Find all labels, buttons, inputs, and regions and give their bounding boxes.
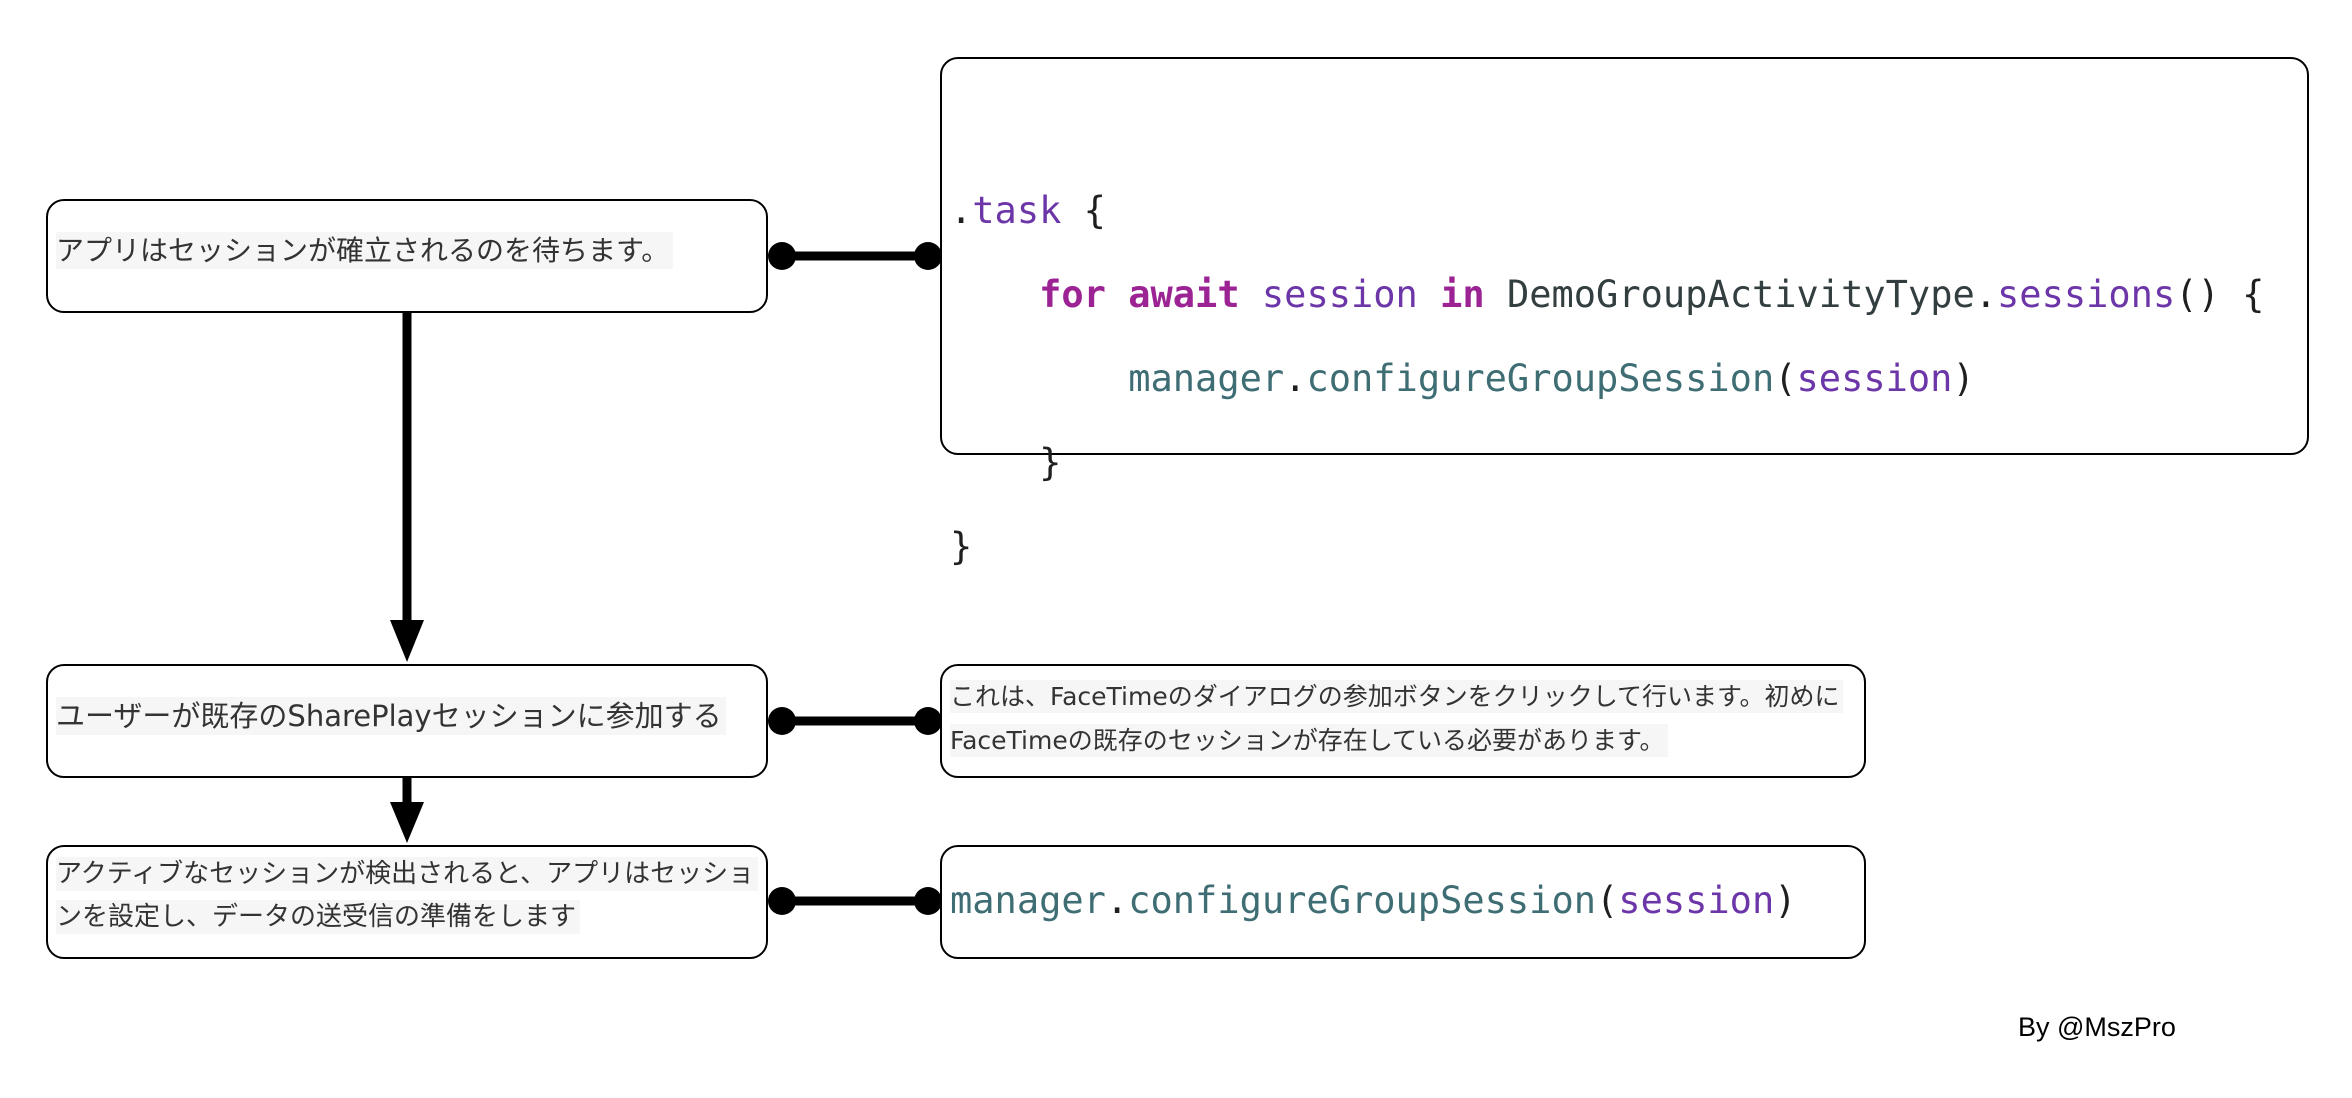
connector-step2-note-dot-right: [914, 707, 942, 735]
code-token: ): [1774, 879, 1797, 922]
code-token: {: [1061, 189, 1106, 232]
code-token: session: [1796, 357, 1953, 400]
code-token: () {: [2175, 273, 2265, 316]
connector-step2-note-dot-left: [768, 707, 796, 735]
step-text-configure: アクティブなセッションが検出されると、アプリはセッションを設定し、データの送受信…: [56, 857, 759, 934]
code-token: session: [1618, 879, 1775, 922]
code-token: await: [1128, 273, 1240, 316]
arrow-step1-step2-head: [390, 620, 424, 662]
code-token: ): [1952, 357, 1975, 400]
code-token: manager: [1128, 357, 1285, 400]
code-token: task: [972, 189, 1062, 232]
code-token: .: [950, 189, 973, 232]
code-token: session: [1261, 273, 1418, 316]
code-box-task: [940, 57, 2309, 455]
code-line-2: for await session in DemoGroupActivityTy…: [950, 274, 2264, 316]
code-token: (: [1774, 357, 1797, 400]
code-token: .: [1284, 357, 1307, 400]
note-label-facetime: これは、FaceTimeのダイアログの参加ボタンをクリックして行います。初めにF…: [950, 675, 1850, 763]
note-text-facetime: これは、FaceTimeのダイアログの参加ボタンをクリックして行います。初めにF…: [950, 680, 1844, 757]
code-token: in: [1440, 273, 1485, 316]
code-token: DemoGroupActivityType: [1506, 273, 1975, 316]
code-space: [1106, 273, 1128, 316]
code-space: [1240, 273, 1262, 316]
code-line-3: manager.configureGroupSession(session): [950, 358, 2264, 400]
arrow-step2-step3-head: [390, 802, 424, 843]
author-byline: By @MszPro: [2018, 1012, 2176, 1042]
code-space: [1485, 273, 1507, 316]
code-line-5: }: [950, 525, 973, 568]
code-token: configureGroupSession: [1306, 357, 1775, 400]
code-token: configureGroupSession: [1128, 879, 1597, 922]
code-indent: [950, 273, 1039, 316]
step-label-configure: アクティブなセッションが検出されると、アプリはセッションを設定し、データの送受信…: [56, 853, 759, 939]
step-text-wait: アプリはセッションが確立されるのを待ちます。: [56, 232, 674, 269]
step-label-wait: アプリはセッションが確立されるのを待ちます。: [56, 232, 756, 270]
step-label-join: ユーザーが既存のSharePlayセッションに参加する: [56, 696, 756, 736]
code-token: (: [1596, 879, 1619, 922]
connector-step3-code-dot-left: [768, 887, 796, 915]
code-block-task: .task { for await session in DemoGroupAc…: [950, 148, 2264, 652]
code-line-1: .task {: [950, 190, 2264, 232]
code-token: .: [1105, 879, 1129, 922]
connector-step1-code-dot-left: [768, 242, 796, 270]
code-token: for: [1039, 273, 1106, 316]
code-block-configure: manager.configureGroupSession(session): [950, 878, 1797, 924]
connector-step3-code-dot-right: [914, 887, 942, 915]
code-token: manager: [950, 879, 1106, 922]
step-text-join: ユーザーが既存のSharePlayセッションに参加する: [56, 697, 726, 735]
code-token: sessions: [1997, 273, 2176, 316]
code-indent: [950, 357, 1128, 400]
code-box-configure: [940, 845, 1866, 959]
code-space: [1418, 273, 1440, 316]
code-token: .: [1974, 273, 1998, 316]
connector-step1-code-dot-right: [914, 242, 942, 270]
code-line-4: }: [950, 441, 1062, 484]
